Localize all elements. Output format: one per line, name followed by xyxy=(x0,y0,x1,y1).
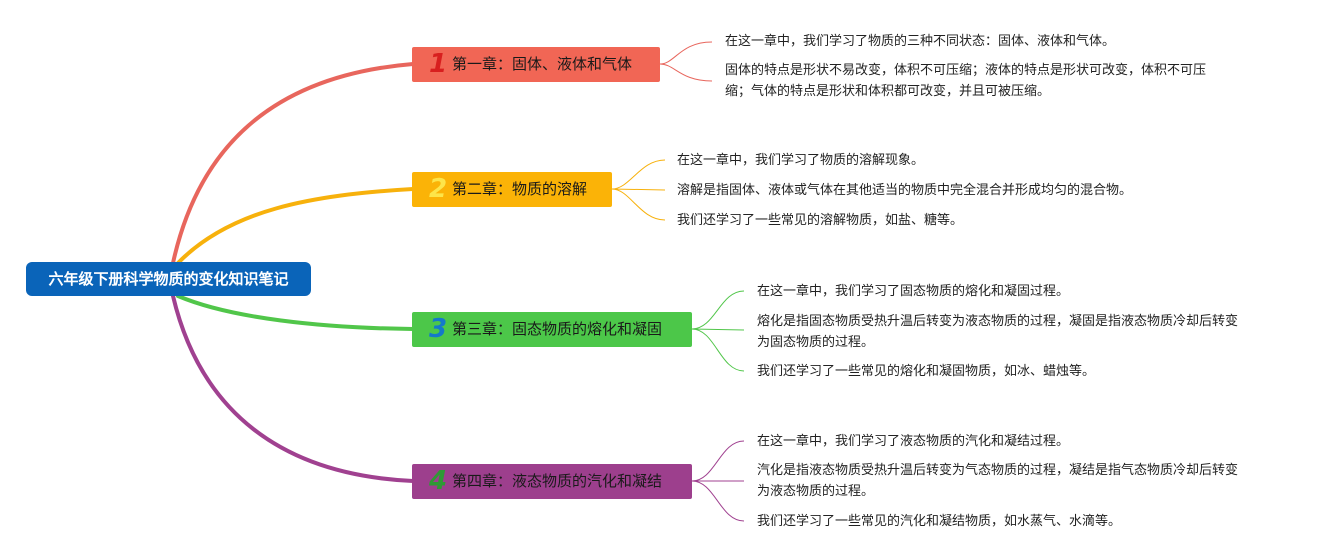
leaf-line-2-3 xyxy=(611,188,666,221)
branch-line-1 xyxy=(171,62,415,265)
leaf-line-3-1 xyxy=(691,290,745,330)
chapter-2-note-3[interactable]: 我们还学习了一些常见的溶解物质，如盐、糖等。 xyxy=(677,213,964,228)
chapter-4-title: 第四章：液态物质的汽化和凝结 xyxy=(452,472,663,490)
chapter-4-note-2[interactable]: 汽化是指液态物质受热升温后转变为气态物质的过程，凝结是指气态物质冷却后转变为液态… xyxy=(757,463,1239,499)
chapter-3-note-2[interactable]: 熔化是指固态物质受热升温后转变为液态物质的过程，凝固是指液态物质冷却后转变为固态… xyxy=(757,314,1239,350)
chapter-2-number: 2 xyxy=(428,174,448,204)
chapter-1-note-1[interactable]: 在这一章中，我们学习了物质的三种不同状态：固体、液体和气体。 xyxy=(725,34,1116,49)
chapter-1-title: 第一章：固体、液体和气体 xyxy=(452,55,633,73)
chapter-2-note-1[interactable]: 在这一章中，我们学习了物质的溶解现象。 xyxy=(677,153,925,168)
chapter-2-title: 第二章：物质的溶解 xyxy=(452,180,588,198)
branch-line-4 xyxy=(171,294,415,483)
leaf-line-3-3 xyxy=(691,328,745,372)
chapter-3-title: 第三章：固态物质的熔化和凝固 xyxy=(452,320,663,338)
chapter-3-number: 3 xyxy=(428,314,448,344)
chapter-3-note-3[interactable]: 我们还学习了一些常见的熔化和凝固物质，如冰、蜡烛等。 xyxy=(757,364,1096,379)
chapter-1-note-2[interactable]: 固体的特点是形状不易改变，体积不可压缩；液体的特点是形状可改变，体积不可压缩；气… xyxy=(725,63,1207,99)
leaf-line-1-1 xyxy=(659,41,713,65)
chapter-2-note-2[interactable]: 溶解是指固体、液体或气体在其他适当的物质中完全混合并形成均匀的混合物。 xyxy=(677,183,1133,198)
branch-line-3 xyxy=(176,294,415,331)
leaf-line-4-3 xyxy=(691,480,745,522)
leaf-line-1-2 xyxy=(659,63,713,82)
leaf-line-2-2 xyxy=(611,188,666,191)
leaf-line-4-1 xyxy=(691,440,745,482)
root-topic[interactable]: 六年级下册科学物质的变化知识笔记 xyxy=(26,262,311,296)
chapter-1-number: 1 xyxy=(428,49,448,79)
chapter-4-note-1[interactable]: 在这一章中，我们学习了液态物质的汽化和凝结过程。 xyxy=(757,434,1070,449)
leaf-line-3-2 xyxy=(691,328,745,331)
chapter-4-number: 4 xyxy=(428,466,448,496)
leaf-line-2-1 xyxy=(611,159,666,190)
chapter-3-note-1[interactable]: 在这一章中，我们学习了固态物质的熔化和凝固过程。 xyxy=(757,284,1070,299)
chapter-4-note-3[interactable]: 我们还学习了一些常见的汽化和凝结物质，如水蒸气、水滴等。 xyxy=(757,514,1122,529)
branch-line-2 xyxy=(176,187,415,265)
